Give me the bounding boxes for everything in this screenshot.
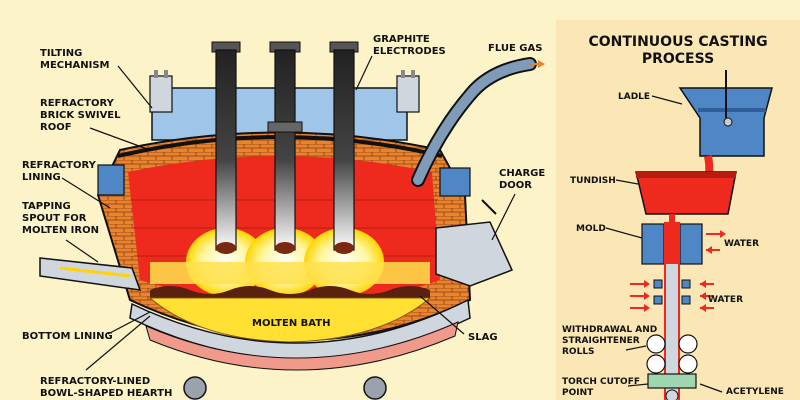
label-spout-1: TAPPING	[22, 201, 71, 212]
label-bottom-lining: BOTTOM LINING	[22, 331, 113, 342]
label-hearth-1: REFRACTORY-LINED	[40, 376, 150, 387]
water-arrows-1	[706, 230, 726, 254]
water-sprays	[630, 279, 714, 312]
tilting-mechanism-left	[149, 70, 173, 113]
label-ladle: LADLE	[618, 92, 650, 102]
label-charge-door-2: DOOR	[499, 180, 532, 191]
tilt-roller-left	[183, 376, 207, 400]
side-block-right	[439, 167, 471, 197]
charge-door	[435, 221, 514, 287]
label-water-2: WATER	[708, 295, 743, 305]
label-tilting-mechanism-1: TILTING	[40, 48, 82, 59]
label-water-1: WATER	[724, 239, 759, 249]
graphite-electrode-3	[329, 41, 359, 254]
mold-right	[679, 223, 703, 265]
label-electrodes-1: GRAPHITE	[373, 34, 430, 45]
withdrawal-rolls	[646, 334, 698, 374]
label-rolls-2: STRAIGHTENER	[562, 336, 640, 346]
label-charge-door-1: CHARGE	[499, 168, 545, 179]
tundish	[635, 171, 737, 215]
label-tundish: TUNDISH	[570, 176, 616, 186]
graphite-electrode-1	[211, 41, 241, 254]
label-rolls-1: WITHDRAWAL AND	[562, 325, 657, 335]
flue-gas-pipe	[413, 59, 535, 185]
label-roof-3: ROOF	[40, 122, 72, 133]
label-roof-1: REFRACTORY	[40, 98, 115, 109]
torch-cutoff	[647, 373, 697, 389]
label-lining-1: REFRACTORY	[22, 160, 97, 171]
tapping-spout	[39, 257, 142, 291]
label-slag: SLAG	[468, 332, 498, 343]
label-acetylene: ACETYLENE	[726, 387, 784, 397]
label-molten-bath: MOLTEN BATH	[252, 318, 330, 329]
slag-layer	[150, 286, 430, 298]
furnace	[39, 41, 545, 400]
molten-bath	[148, 297, 432, 343]
label-rolls-3: ROLLS	[562, 347, 595, 357]
flue-gas-arrow-icon	[538, 60, 545, 68]
side-block-left	[97, 164, 125, 196]
hearth-bowl	[145, 321, 459, 371]
label-mold: MOLD	[576, 224, 606, 234]
tilting-mechanism-right	[396, 70, 420, 113]
casting-title-2: PROCESS	[642, 51, 714, 67]
label-tilting-mechanism-2: MECHANISM	[40, 60, 110, 71]
label-spout-2: SPOUT FOR	[22, 213, 87, 224]
mold-left	[641, 223, 665, 265]
graphite-electrode-2	[267, 41, 303, 254]
label-hearth-2: BOWL-SHAPED HEARTH	[40, 388, 172, 399]
label-lining-2: LINING	[22, 172, 61, 183]
tilt-roller-right	[363, 376, 387, 400]
label-roof-2: BRICK SWIVEL	[40, 110, 121, 121]
label-spout-3: MOLTEN IRON	[22, 225, 99, 236]
casting-title-1: CONTINUOUS CASTING	[588, 34, 767, 50]
label-torch-2: POINT	[562, 388, 594, 398]
label-torch-1: TORCH CUTOFF	[562, 377, 640, 387]
label-flue-gas: FLUE GAS	[488, 43, 542, 54]
label-electrodes-2: ELECTRODES	[373, 46, 446, 57]
